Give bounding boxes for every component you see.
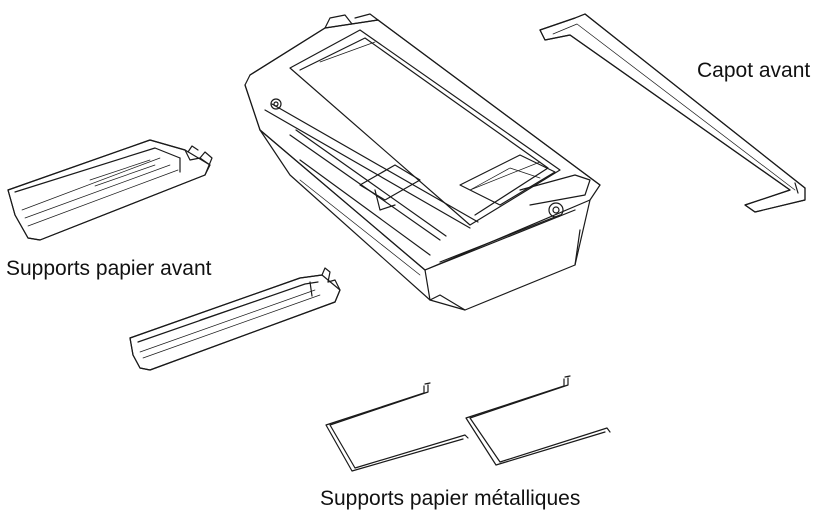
front-paper-support-lower-illustration — [129, 267, 341, 371]
metal-paper-supports-label: Supports papier métalliques — [320, 487, 581, 510]
metal-paper-support-right-illustration — [465, 375, 611, 466]
metal-paper-support-left-illustration — [325, 382, 469, 472]
front-cover-label: Capot avant — [697, 59, 811, 82]
front-paper-supports-label: Supports papier avant — [6, 257, 212, 280]
front-cover-illustration — [539, 13, 806, 213]
front-paper-support-upper-illustration — [7, 139, 213, 241]
printer-mechanism-illustration — [244, 13, 601, 311]
